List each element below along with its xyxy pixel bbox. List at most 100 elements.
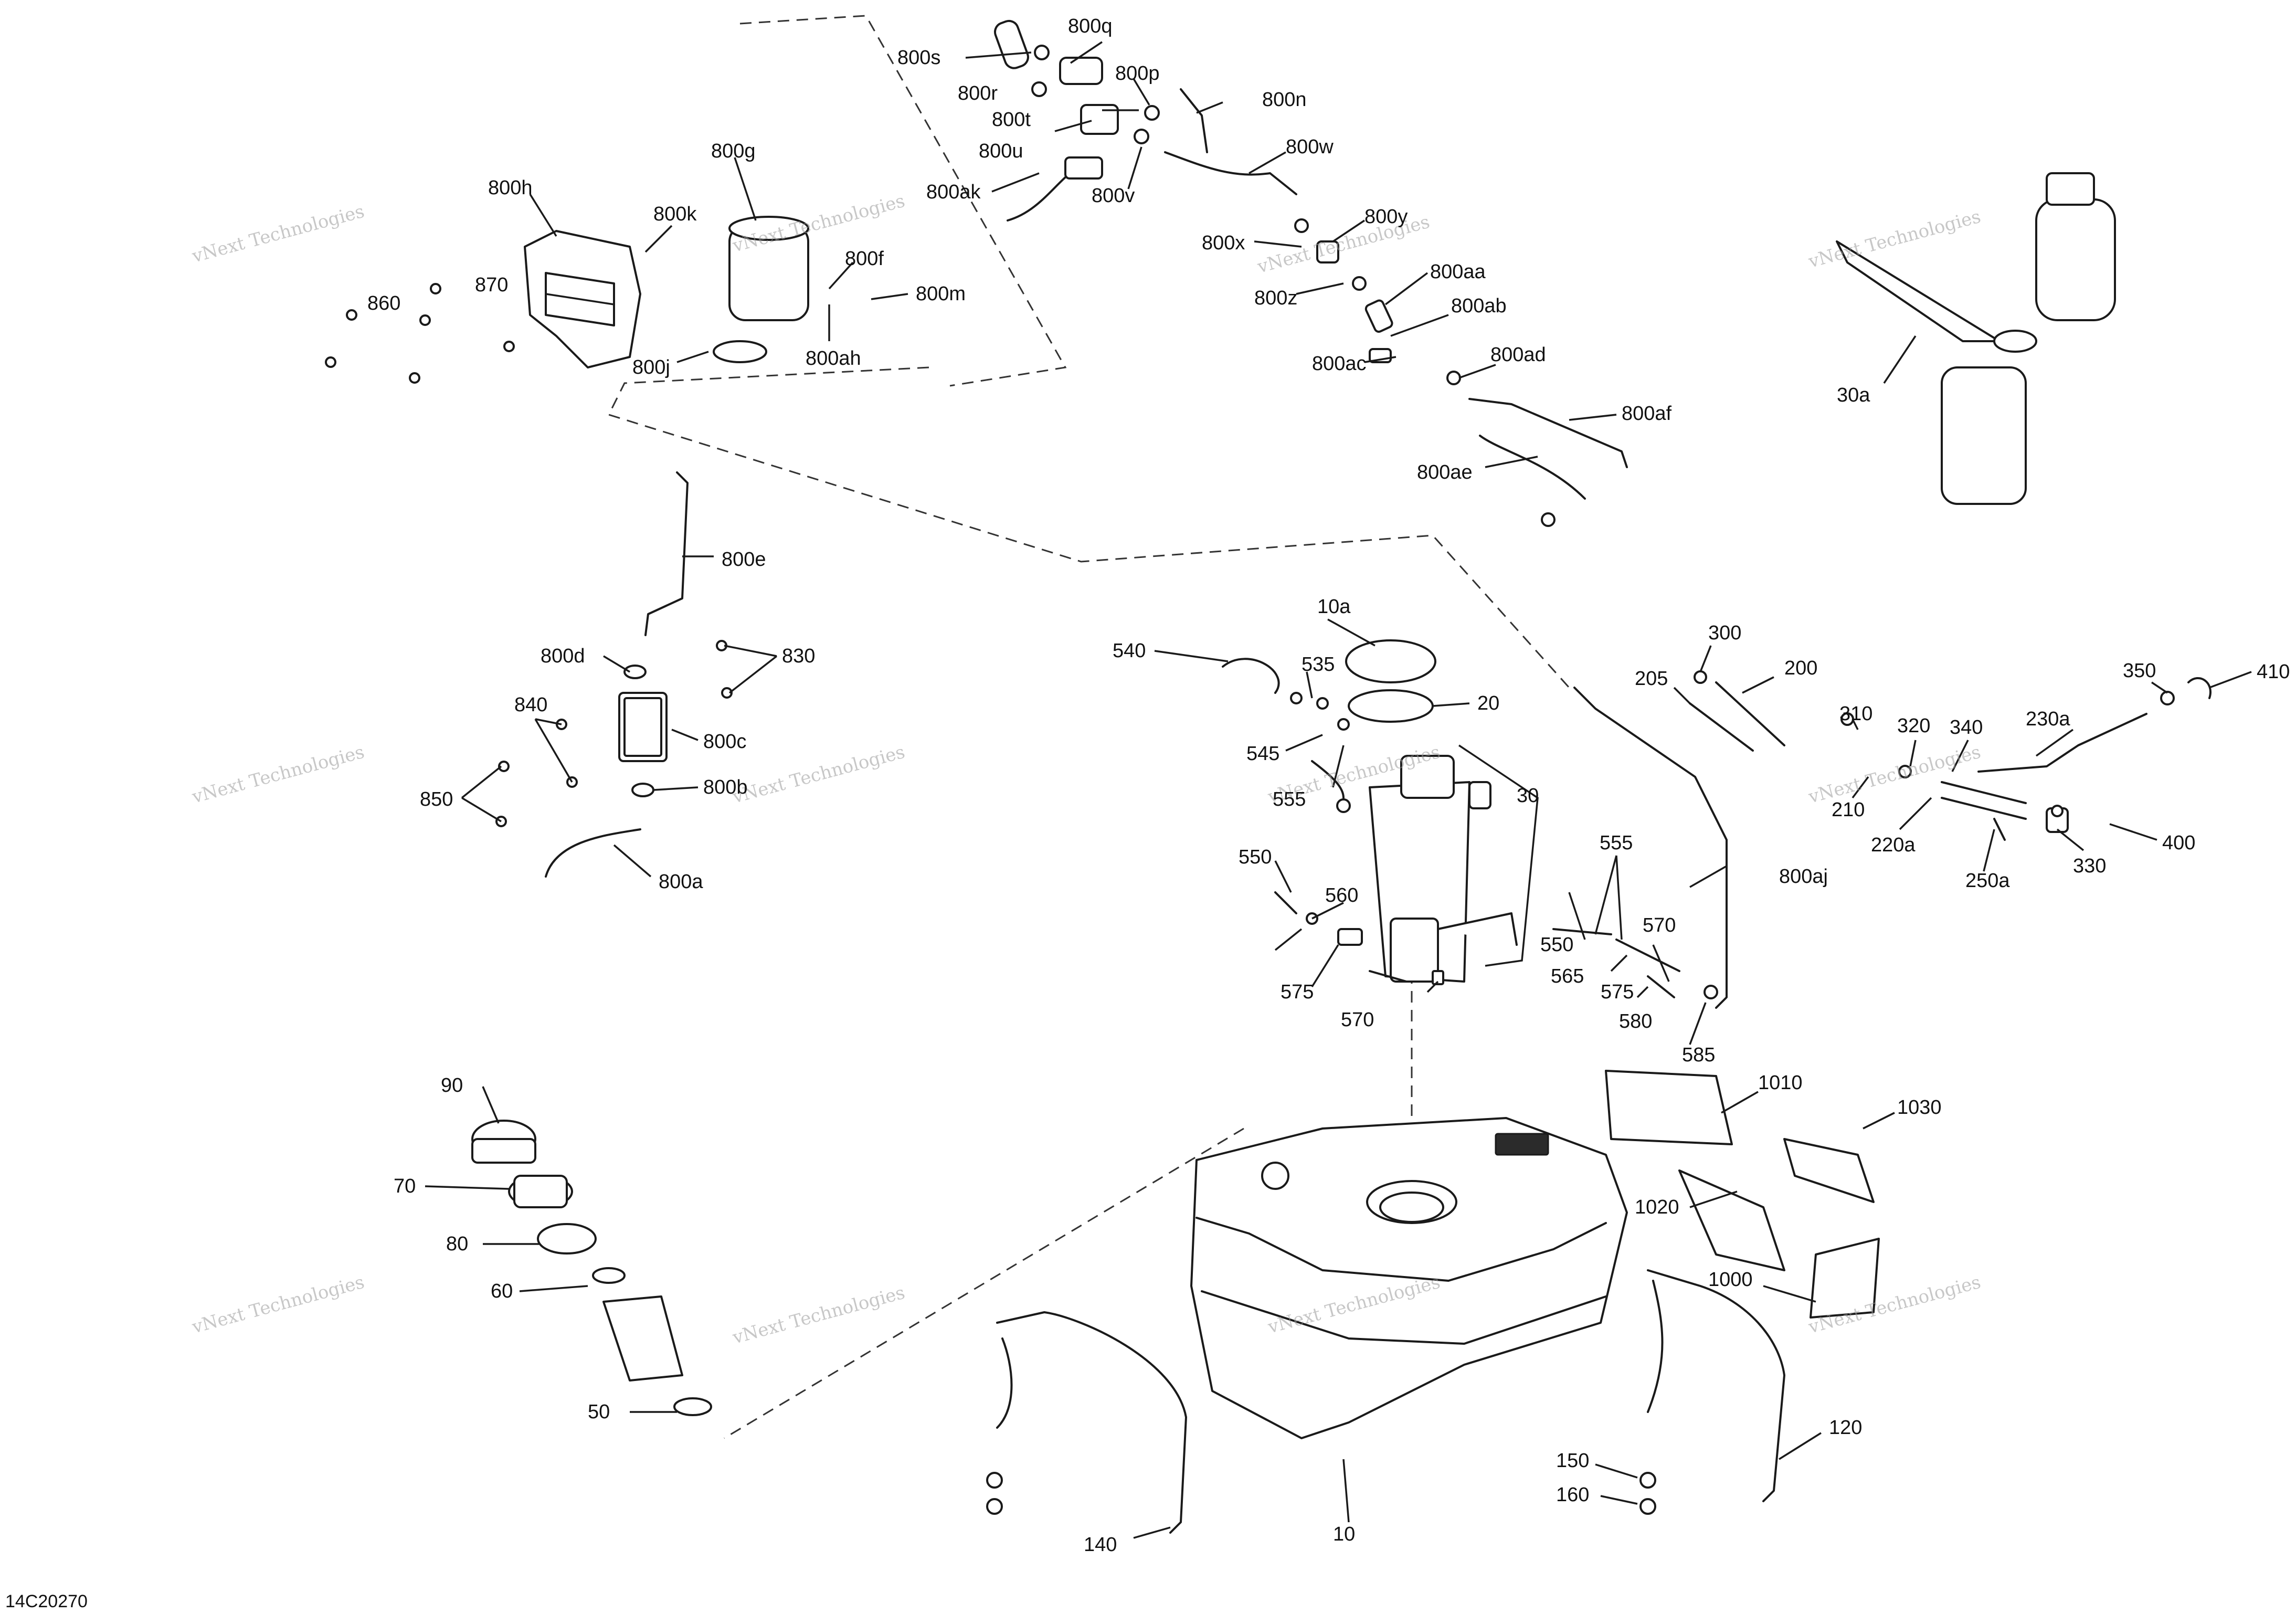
callout-label: 840	[514, 694, 547, 716]
callout-label: 800s	[897, 47, 940, 69]
callout-label: 800m	[916, 283, 966, 305]
callout-label: 555	[1600, 832, 1633, 854]
callout-label: 800x	[1202, 232, 1245, 254]
callout-label: 800e	[722, 549, 766, 571]
callout-label: 350	[2123, 660, 2156, 682]
callout-label: 800p	[1115, 62, 1160, 85]
callout-label: 800ah	[806, 347, 861, 370]
callout-label: 800ad	[1490, 344, 1546, 366]
callout-label: 800q	[1068, 15, 1113, 37]
callout-label: 585	[1682, 1044, 1715, 1066]
callout-label: 200	[1784, 657, 1817, 679]
callout-label: 800ac	[1312, 353, 1367, 375]
callout-label: 800w	[1286, 136, 1334, 158]
callout-label: 545	[1246, 743, 1279, 765]
callout-label: 800c	[703, 731, 746, 753]
callout-label: 330	[2073, 855, 2106, 877]
callout-label: 30a	[1837, 384, 1870, 406]
callout-label: 800af	[1622, 403, 1672, 425]
leader-lines	[425, 41, 2252, 1539]
callout-label: 540	[1113, 640, 1146, 662]
callout-label: 140	[1084, 1534, 1117, 1556]
callout-label: 860	[367, 292, 400, 314]
watermark-1: vNext Technologies	[189, 201, 367, 267]
callout-label: 90	[441, 1074, 463, 1097]
callout-label: 575	[1281, 981, 1314, 1003]
canister-left-components	[325, 283, 733, 878]
callout-label: 800d	[541, 645, 585, 667]
callout-label: 30	[1517, 785, 1539, 807]
drawing-number: 14C20270	[5, 1591, 88, 1611]
watermark-8: vNext Technologies	[1806, 742, 1983, 808]
callout-label: 10a	[1317, 596, 1351, 618]
callout-label: 800ak	[926, 181, 981, 203]
callout-label: 220a	[1871, 834, 1916, 856]
callout-label: 70	[394, 1175, 416, 1197]
callout-label: 1030	[1897, 1097, 1942, 1119]
callout-label: 800h	[488, 177, 533, 199]
callout-label: 550	[1540, 934, 1573, 956]
upper-hardware	[644, 19, 1628, 636]
callout-label: 310	[1839, 703, 1872, 725]
callout-label: 800k	[653, 203, 697, 225]
callout-label: 570	[1643, 914, 1676, 936]
callout-label: 160	[1556, 1484, 1589, 1506]
callout-labels: 800s 800q 800r 800t 800p 800n 800u 800w …	[367, 15, 2290, 1556]
watermark-6: vNext Technologies	[730, 742, 907, 808]
fuel-tank	[1190, 1117, 1628, 1439]
callout-label: 1010	[1758, 1072, 1803, 1094]
callout-label: 250a	[1965, 870, 2010, 892]
callout-label: 830	[782, 645, 815, 667]
high-pressure-pump	[1836, 172, 2116, 505]
callout-label: 1000	[1708, 1269, 1753, 1291]
callout-label: 300	[1708, 622, 1741, 644]
callout-label: 800a	[659, 871, 703, 893]
callout-label: 565	[1551, 965, 1584, 987]
callout-label: 800t	[992, 109, 1031, 131]
callout-label: 850	[420, 788, 453, 810]
watermarks: vNext Technologies vNext Technologies vN…	[189, 191, 1983, 1348]
callout-label: 150	[1556, 1450, 1589, 1472]
callout-label: 800y	[1364, 206, 1408, 228]
callout-label: 580	[1619, 1010, 1652, 1032]
fuel-pump-module	[1222, 639, 1539, 985]
subassembly-boundaries	[607, 15, 1570, 1439]
callout-label: 555	[1273, 788, 1306, 810]
watermark-5: vNext Technologies	[189, 742, 367, 808]
callout-label: 230a	[2026, 708, 2070, 730]
fuel-filter-canister	[713, 216, 809, 363]
callout-label: 870	[475, 274, 508, 296]
fuel-filter-module	[524, 230, 641, 368]
callout-label: 800z	[1254, 287, 1297, 309]
heat-shields	[1605, 1070, 1880, 1319]
right-hose-assembly	[1552, 670, 2212, 1009]
callout-label: 210	[1832, 799, 1865, 821]
callout-label: 800f	[845, 248, 884, 270]
callout-label: 550	[1239, 846, 1272, 868]
callout-label: 60	[491, 1280, 513, 1302]
callout-label: 800n	[1262, 89, 1307, 111]
callout-label: 800r	[958, 82, 998, 104]
callout-label: 800ab	[1451, 295, 1507, 317]
filler-neck-assembly	[471, 1120, 712, 1416]
callout-label: 410	[2257, 661, 2290, 683]
callout-label: 560	[1325, 884, 1358, 906]
callout-label: 800v	[1092, 185, 1135, 207]
callout-label: 800ae	[1417, 461, 1473, 483]
callout-label: 80	[446, 1233, 468, 1255]
callout-label: 800u	[979, 140, 1023, 162]
callout-label: 800b	[703, 776, 748, 798]
callout-label: 120	[1829, 1417, 1862, 1439]
callout-label: 205	[1635, 668, 1668, 690]
callout-label: 800aa	[1430, 261, 1486, 283]
callout-label: 800aj	[1779, 866, 1828, 888]
callout-label: 320	[1897, 715, 1930, 737]
callout-label: 570	[1341, 1009, 1374, 1031]
watermark-4: vNext Technologies	[1806, 206, 1983, 272]
watermark-10: vNext Technologies	[730, 1282, 907, 1348]
callout-label: 1020	[1635, 1196, 1679, 1218]
callout-label: 535	[1302, 653, 1335, 676]
watermark-9: vNext Technologies	[189, 1272, 367, 1338]
callout-label: 20	[1477, 692, 1499, 714]
